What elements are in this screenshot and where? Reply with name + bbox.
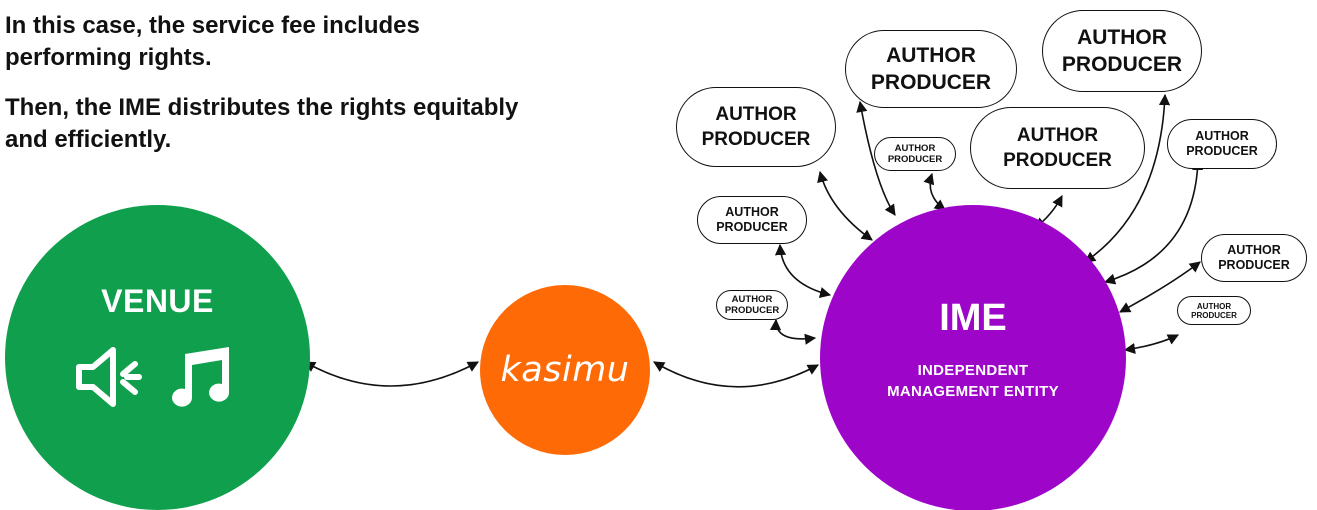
node-line1: AUTHOR xyxy=(1016,125,1099,146)
arrow-ime-holder-8 xyxy=(1123,334,1180,355)
kasimu-circle: kasimu xyxy=(480,285,650,455)
venue-label: VENUE xyxy=(101,283,214,319)
author-producer-node: AUTHOR PRODUCER xyxy=(874,137,956,171)
node-line1: AUTHOR xyxy=(886,44,976,67)
node-line2: PRODUCER xyxy=(1061,53,1183,76)
node-line2: PRODUCER xyxy=(724,305,780,316)
arrow-kasimu-ime xyxy=(653,361,819,388)
node-line2: PRODUCER xyxy=(1186,144,1258,158)
author-producer-node: AUTHOR PRODUCER xyxy=(1167,119,1277,169)
node-line2: PRODUCER xyxy=(1191,310,1237,320)
node-line2: PRODUCER xyxy=(701,129,811,150)
intro-text-service-fee: In this case, the service fee includes p… xyxy=(5,12,420,71)
arrow-ime-holder-3 xyxy=(923,172,946,211)
speaker-icon xyxy=(75,347,142,407)
arrow-ime-holder-2 xyxy=(856,100,896,216)
node-line1: AUTHOR xyxy=(1195,129,1249,143)
arrow-ime-holder-1 xyxy=(817,170,873,241)
author-producer-node: AUTHOR PRODUCER xyxy=(1042,10,1202,92)
ime-circle: IME INDEPENDENT MANAGEMENT ENTITY xyxy=(820,205,1126,510)
arrow-ime-holder-7 xyxy=(1119,261,1201,313)
node-line2: PRODUCER xyxy=(870,71,992,94)
node-line2: PRODUCER xyxy=(887,154,943,165)
ime-subtitle-line2: MANAGEMENT ENTITY xyxy=(887,383,1059,400)
author-producer-node: AUTHOR PRODUCER xyxy=(1177,296,1251,325)
node-line1: AUTHOR xyxy=(725,205,779,219)
music-note-icon xyxy=(171,347,229,407)
node-line1: AUTHOR xyxy=(731,294,773,305)
venue-icons xyxy=(73,342,243,417)
node-line1: AUTHOR xyxy=(715,104,797,125)
author-producer-node: AUTHOR PRODUCER xyxy=(676,87,836,167)
ime-subtitle: INDEPENDENT MANAGEMENT ENTITY xyxy=(887,360,1059,402)
author-producer-node: AUTHOR PRODUCER xyxy=(1201,234,1307,282)
kasimu-logo: kasimu xyxy=(500,350,630,390)
node-line1: AUTHOR xyxy=(894,143,936,154)
author-producer-node: AUTHOR PRODUCER xyxy=(716,290,788,320)
node-line1: AUTHOR xyxy=(1196,301,1232,311)
node-line2: PRODUCER xyxy=(1003,150,1112,171)
node-line1: AUTHOR xyxy=(1077,26,1167,49)
node-line2: PRODUCER xyxy=(1218,258,1290,272)
venue-circle: VENUE xyxy=(5,205,310,510)
arrow-ime-holder-9 xyxy=(774,243,832,298)
arrow-venue-kasimu xyxy=(304,361,479,387)
author-producer-node: AUTHOR PRODUCER xyxy=(697,196,807,244)
author-producer-node: AUTHOR PRODUCER xyxy=(970,107,1145,189)
author-producer-node: AUTHOR PRODUCER xyxy=(845,30,1017,108)
intro-text-distribution: Then, the IME distributes the rights equ… xyxy=(5,94,519,153)
ime-subtitle-line1: INDEPENDENT xyxy=(917,362,1029,379)
arrow-ime-holder-10 xyxy=(769,318,817,345)
node-line2: PRODUCER xyxy=(716,220,788,234)
node-line1: AUTHOR xyxy=(1227,243,1281,257)
ime-label: IME xyxy=(939,297,1007,339)
